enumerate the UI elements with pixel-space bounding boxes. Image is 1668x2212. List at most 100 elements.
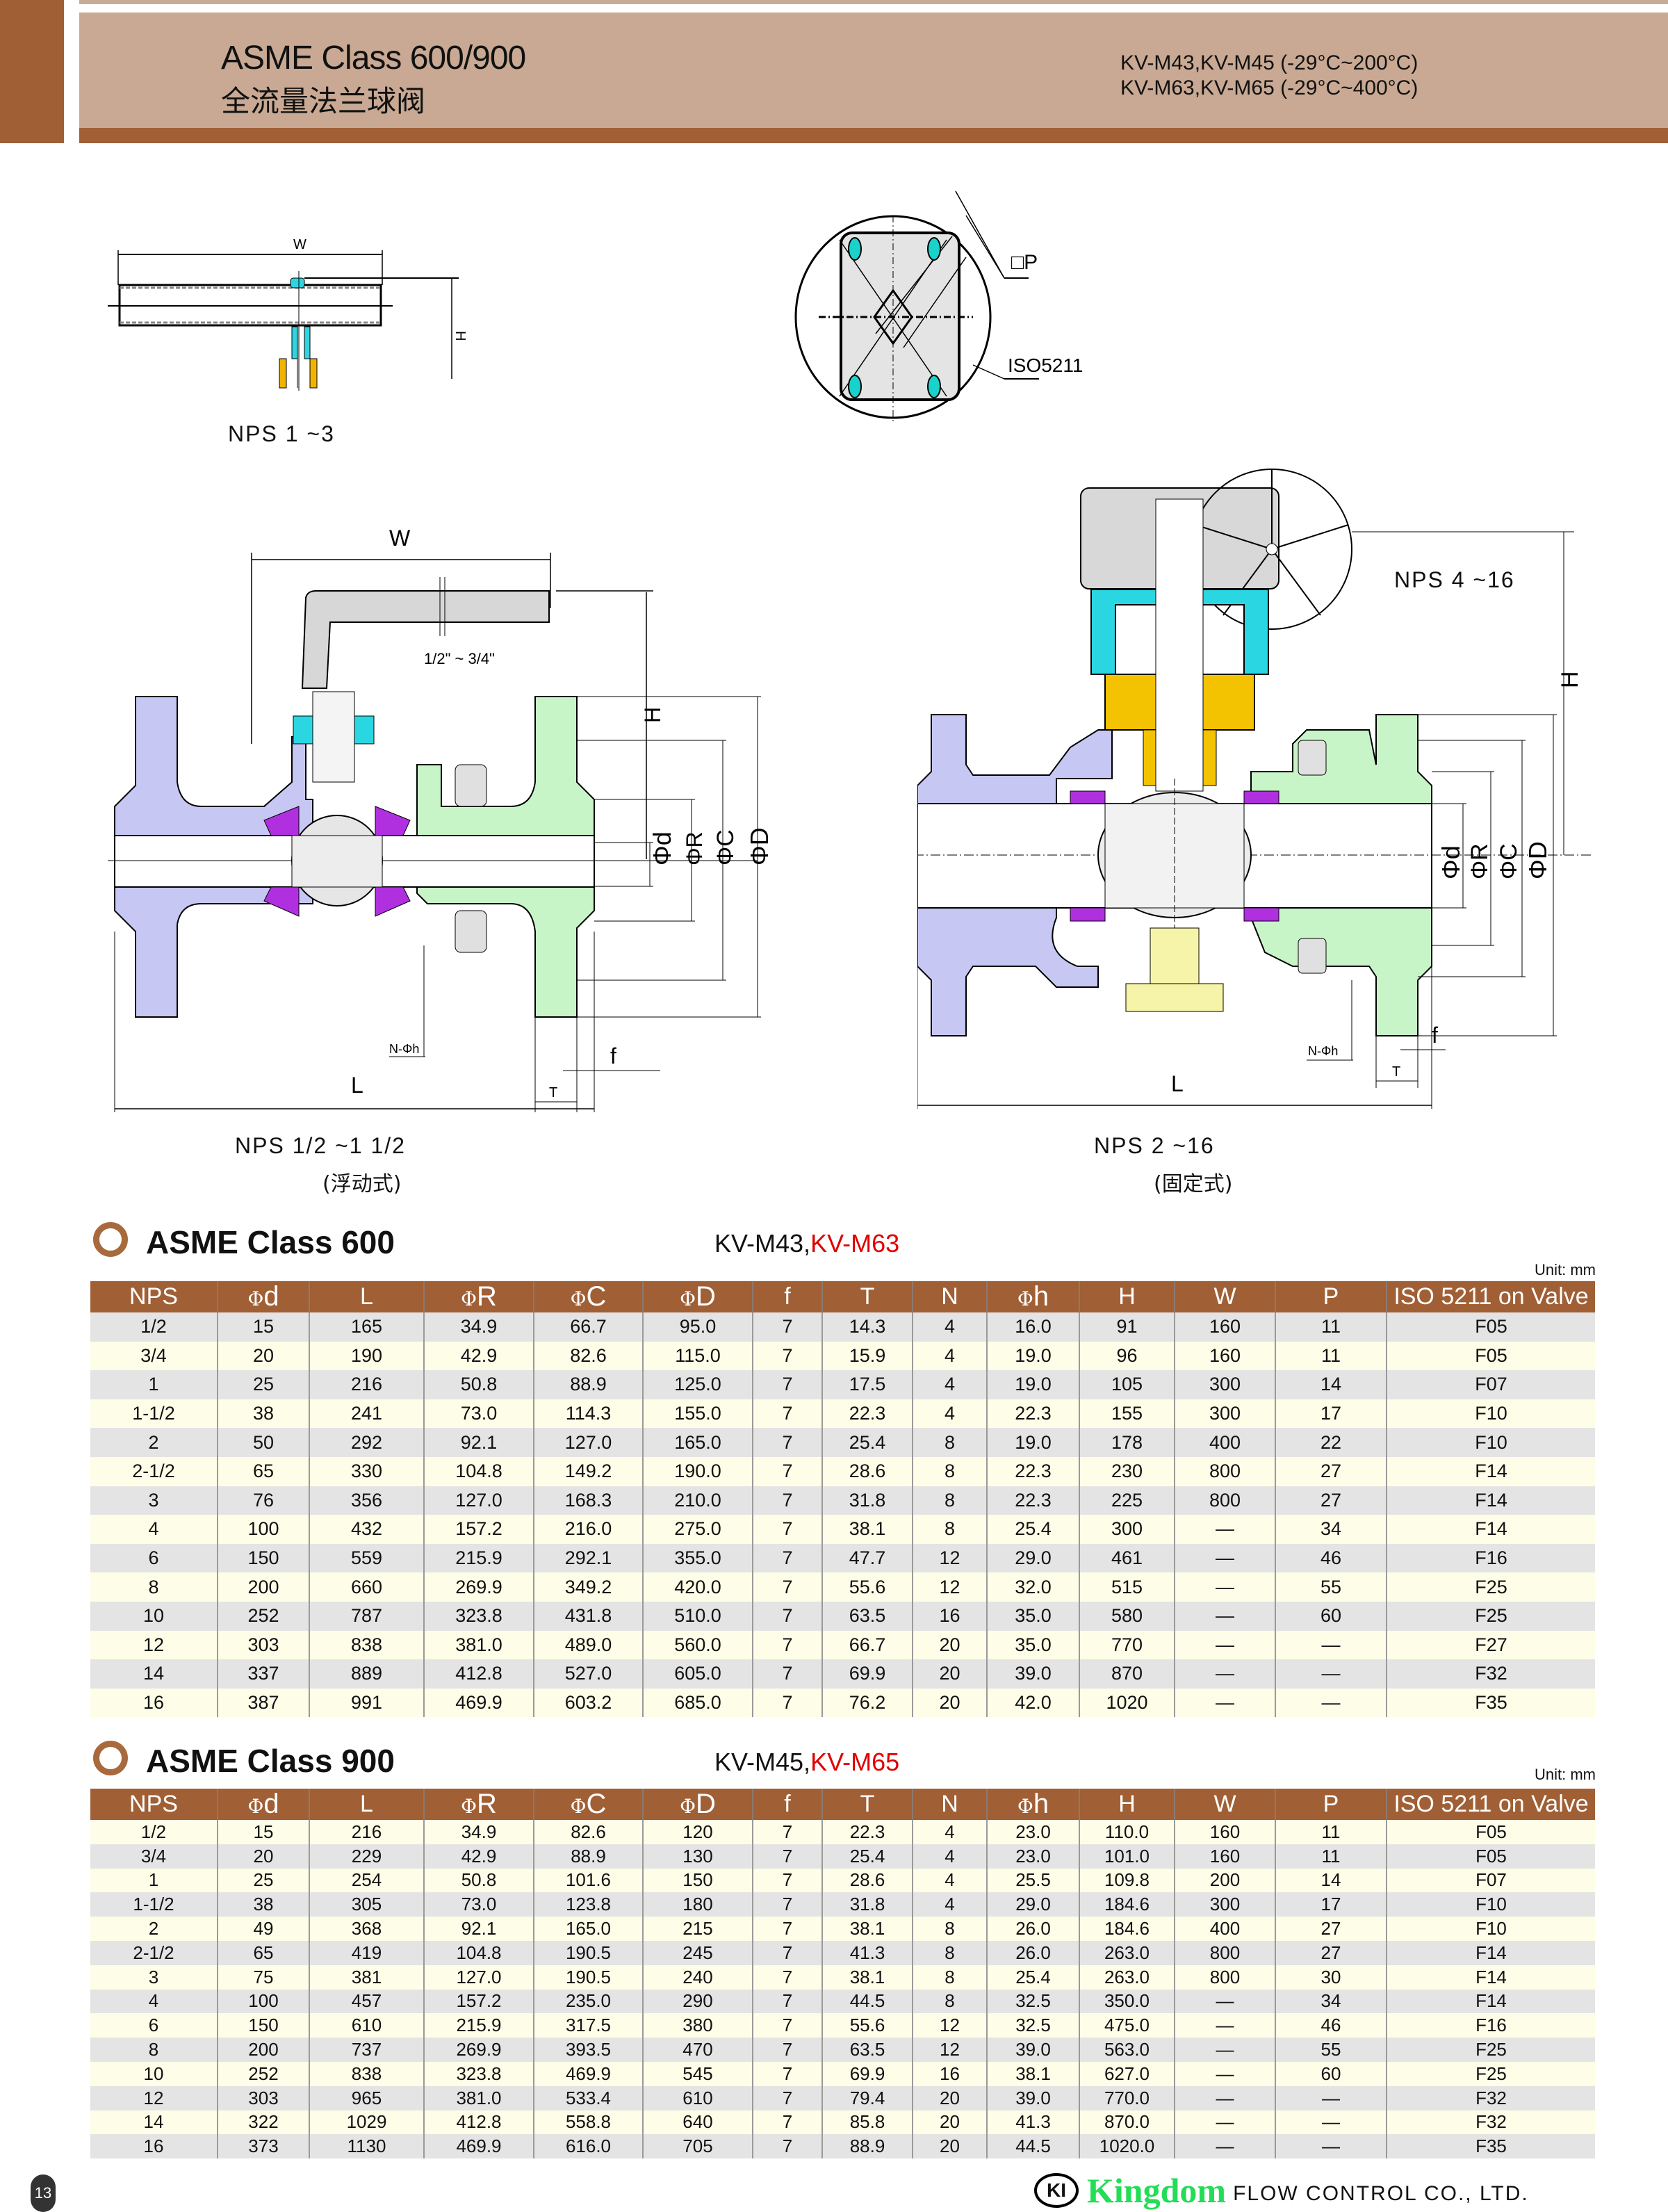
column-header: ΦC [533, 1789, 643, 1820]
table-cell: 184.6 [1079, 1917, 1175, 1941]
table-cell: 4 [912, 1370, 987, 1399]
table-cell: 46 [1275, 2013, 1387, 2038]
table-cell: 8 [912, 1940, 987, 1965]
table-cell: 610 [642, 2085, 753, 2111]
table-cell: 263.0 [1079, 1940, 1175, 1965]
table-cell: 190.5 [533, 1940, 643, 1965]
column-header: P [1275, 1281, 1387, 1312]
table-cell: 2 [90, 1917, 218, 1941]
table-cell: 3 [90, 1486, 218, 1515]
svg-text:H: H [452, 331, 468, 341]
table-cell: 27 [1275, 1456, 1387, 1486]
table-cell: 2 [90, 1428, 218, 1457]
table-cell: 412.8 [423, 2110, 534, 2135]
table-cell: 7 [752, 1370, 822, 1399]
table-cell: 303 [217, 2085, 309, 2111]
table-cell: 60 [1275, 1601, 1387, 1631]
table-cell: 393.5 [533, 2038, 643, 2062]
table-cell: 7 [752, 1630, 822, 1660]
table-cell: 533.4 [533, 2085, 643, 2111]
column-header: ΦR [423, 1789, 534, 1820]
table-cell: 12 [912, 2038, 987, 2062]
table-cell: 104.8 [423, 1940, 534, 1965]
table-cell: 28.6 [821, 1456, 913, 1486]
column-header: H [1079, 1789, 1175, 1820]
column-header: NPS [90, 1281, 218, 1312]
table-cell: F32 [1386, 2085, 1595, 2111]
table-cell: 269.9 [423, 2038, 534, 2062]
table-cell: 215.9 [423, 1543, 534, 1573]
table-cell: 563.0 [1079, 2038, 1175, 2062]
table-cell: 22.3 [986, 1399, 1079, 1429]
table-cell: 165 [309, 1312, 424, 1342]
table-cell: 32.5 [986, 2013, 1079, 2038]
table-cell: 838 [309, 2061, 424, 2086]
table-cell: 19.0 [986, 1428, 1079, 1457]
table-cell: 44.5 [986, 2134, 1079, 2159]
table-cell: 580 [1079, 1601, 1175, 1631]
table-cell: 240 [642, 1965, 753, 1990]
table-cell: 85.8 [821, 2110, 913, 2135]
column-header: T [821, 1281, 913, 1312]
table-cell: F14 [1386, 1989, 1595, 2014]
table-cell: 317.5 [533, 2013, 643, 2038]
table-cell: 7 [752, 2085, 822, 2111]
table-cell: 4 [912, 1399, 987, 1429]
column-header: f [752, 1281, 822, 1312]
column-header-text: R [477, 1281, 497, 1312]
table-cell: 55.6 [821, 1572, 913, 1602]
table-cell: F10 [1386, 1428, 1595, 1457]
table-cell: 28.6 [821, 1868, 913, 1893]
table-cell: 800 [1174, 1486, 1275, 1515]
table-cell: 400 [1174, 1428, 1275, 1457]
table-cell: 39.0 [986, 1659, 1079, 1689]
table-cell: 17 [1275, 1892, 1387, 1917]
table-cell: 7 [752, 1486, 822, 1515]
trunnion-ball-valve-drawing: H Φd ΦR ΦC ΦD N-Φh f T L [917, 469, 1592, 1109]
column-header-text: h [1033, 1281, 1049, 1312]
table-cell: 150 [642, 1868, 753, 1893]
drawing-sublabel-floating: (浮动式) [322, 1172, 402, 1196]
table-cell: 323.8 [423, 2061, 534, 2086]
table-cell: 157.2 [423, 1515, 534, 1544]
model-range-line-2: KV-M63,KV-M65 (-29°C~400°C) [1120, 76, 1418, 99]
table-cell: 660 [309, 1572, 424, 1602]
phi-symbol: Φ [247, 1287, 264, 1310]
table-cell: 17.5 [821, 1370, 913, 1399]
table-cell: 60 [1275, 2061, 1387, 2086]
table-cell: 991 [309, 1688, 424, 1718]
table-cell: — [1174, 1630, 1275, 1660]
table-cell: 38.1 [821, 1515, 913, 1544]
column-header: N [912, 1789, 987, 1820]
table-cell: 34 [1275, 1989, 1387, 2014]
table-cell: 420.0 [642, 1572, 753, 1602]
class600-model-black: KV-M43, [714, 1229, 811, 1258]
table-cell: 160 [1174, 1844, 1275, 1869]
table-cell: 25.4 [821, 1844, 913, 1869]
table-cell: 330 [309, 1456, 424, 1486]
table-cell: 461 [1079, 1543, 1175, 1573]
phi-symbol: Φ [570, 1287, 587, 1310]
table-cell: 101.6 [533, 1868, 643, 1893]
table-cell: 110.0 [1079, 1820, 1175, 1844]
table-cell: 230 [1079, 1456, 1175, 1486]
table-cell: 252 [217, 2061, 309, 2086]
table-cell: 8 [912, 1515, 987, 1544]
table-cell: 17 [1275, 1399, 1387, 1429]
table-cell: 381.0 [423, 1630, 534, 1660]
table-cell: 300 [1174, 1892, 1275, 1917]
table-cell: 469.9 [423, 2134, 534, 2159]
svg-text:W: W [389, 526, 411, 551]
table-cell: — [1174, 1989, 1275, 2014]
table-cell: 20 [217, 1341, 309, 1371]
table-cell: 381 [309, 1965, 424, 1990]
svg-text:f: f [1432, 1023, 1438, 1048]
table-cell: 114.3 [533, 1399, 643, 1429]
